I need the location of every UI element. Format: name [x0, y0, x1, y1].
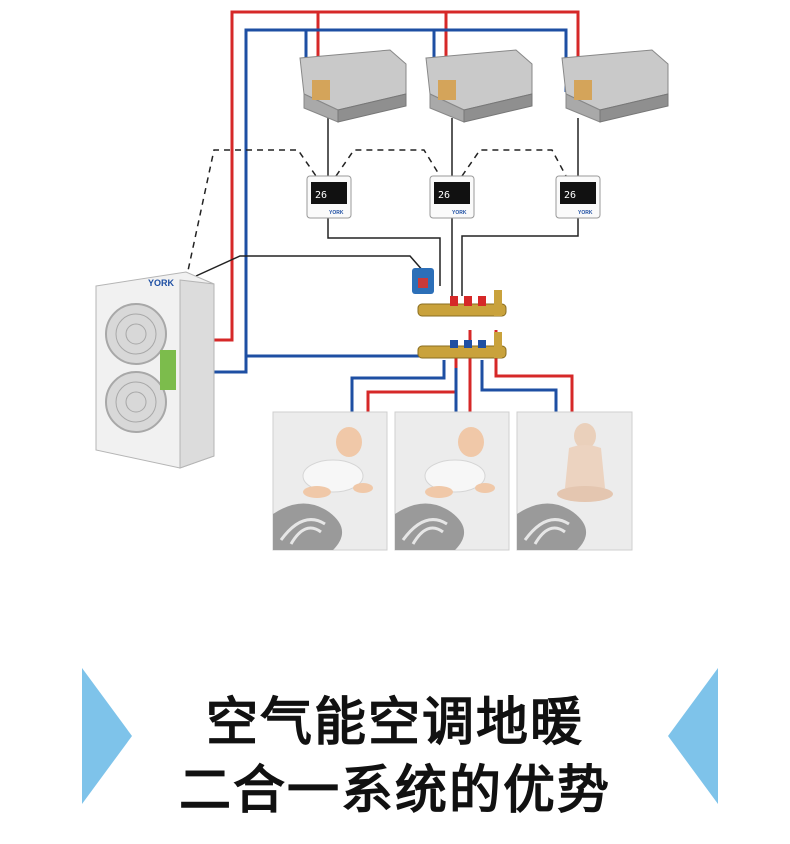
room-panel-3 — [516, 411, 633, 551]
thermostat-display: 26 — [315, 190, 327, 201]
floor-pipe-room1-blue — [350, 360, 446, 412]
return-pipe-main — [208, 28, 568, 374]
room-panel-2 — [394, 411, 510, 551]
manifold-return-bar — [417, 345, 507, 359]
fan-grille-bottom — [105, 371, 167, 433]
thermostat-brand-label: YORK — [452, 210, 467, 216]
wire-dashed-2 — [335, 149, 441, 177]
title-line-2: 二合一系统的优势 — [178, 761, 611, 821]
wire-thermo-3 — [461, 218, 579, 296]
wire-dashed-3 — [461, 149, 567, 177]
control-wiring — [185, 118, 579, 296]
left-triangle-decoration — [82, 668, 132, 804]
system-diagram: 26 YORK 26 YORK 26 YORK YORK — [95, 10, 669, 551]
right-triangle-decoration — [668, 668, 718, 804]
indoor-unit-1 — [299, 49, 407, 123]
thermostat-brand-label: YORK — [578, 210, 593, 216]
caption-title: 空气能空调地暖 二合一系统的优势 — [0, 660, 790, 830]
thermostat-display: 26 — [564, 190, 576, 201]
thermostat-brand-label: YORK — [329, 210, 344, 216]
floor-heating-manifold — [412, 268, 507, 359]
thermostat-2: 26 YORK — [429, 175, 475, 219]
floor-pipe-room3-red — [494, 330, 574, 412]
indoor-unit-2 — [425, 49, 533, 123]
outdoor-brand-label: YORK — [148, 278, 175, 288]
thermostat-3: 26 YORK — [555, 175, 601, 219]
room-panel-1 — [272, 411, 388, 551]
title-line-1: 空气能空调地暖 — [205, 693, 584, 753]
wire-thermo-1 — [327, 218, 441, 286]
wire-dashed-1 — [185, 149, 317, 281]
outdoor-unit: YORK — [95, 271, 215, 469]
wire-outdoor-valve — [195, 255, 425, 277]
floor-pipe-room1-red — [366, 340, 458, 412]
indoor-unit-3 — [561, 49, 669, 123]
thermostat-display: 26 — [438, 190, 450, 201]
thermostat-1: 26 YORK — [306, 175, 352, 219]
fan-grille-top — [105, 303, 167, 365]
manifold-supply-bar — [417, 303, 507, 317]
floor-pipe-room3-blue — [480, 360, 558, 412]
outdoor-green-panel — [160, 350, 176, 390]
floor-heating-pipes — [210, 330, 574, 412]
